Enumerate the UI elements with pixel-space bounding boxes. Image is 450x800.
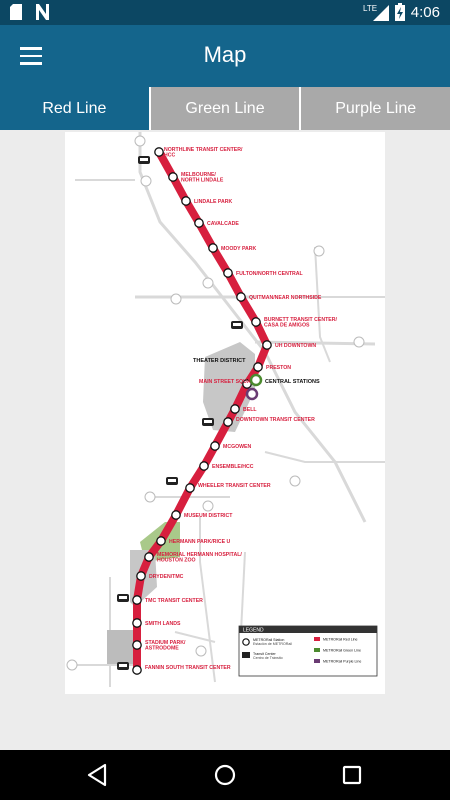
legend-transit-sub: Centro de Tránsito (253, 656, 283, 660)
transit-center-icons (117, 156, 243, 670)
station-label: ENSEMBLE/HCC (212, 464, 254, 470)
red-line-map[interactable]: NORTHLINE TRANSIT CENTER/HCC MELBOURNE/NO… (65, 132, 385, 694)
road-shields (66, 135, 365, 671)
station-label: MUSEUM DISTRICT (184, 513, 233, 519)
station-marker[interactable] (181, 196, 191, 206)
clock: 4:06 (410, 3, 440, 21)
bus-icon (117, 662, 129, 670)
app-bar: Map (0, 25, 450, 87)
station-marker[interactable] (208, 243, 218, 253)
station-marker[interactable] (262, 340, 272, 350)
map-svg: NORTHLINE TRANSIT CENTER/HCC MELBOURNE/NO… (66, 132, 385, 687)
station-label: MEMORIAL HERMANN HOSPITAL/HOUSTON ZOO (157, 552, 242, 564)
battery-charging-icon (394, 3, 405, 21)
legend-station-label: METRORail Station (253, 638, 284, 642)
legend-green-line: METRORail Green Line (323, 649, 361, 653)
back-triangle-icon[interactable] (85, 762, 111, 788)
page-title: Map (203, 42, 247, 67)
station-marker[interactable] (230, 404, 240, 414)
station-marker[interactable] (156, 536, 166, 546)
bus-icon (202, 418, 214, 426)
station-label: SMITH LANDS (145, 621, 181, 627)
status-bar: LTE 4:06 (0, 0, 450, 25)
station-label: WHEELER TRANSIT CENTER (198, 483, 271, 489)
line-tabs: Red Line Green Line Purple Line (0, 87, 450, 130)
station-marker[interactable] (236, 292, 246, 302)
station-marker[interactable] (253, 362, 263, 372)
theater-district-label: THEATER DISTRICT (193, 358, 246, 364)
station-label: LINDALE PARK (194, 199, 232, 205)
station-label: NORTHLINE TRANSIT CENTER/HCC (164, 147, 243, 159)
station-marker[interactable] (171, 510, 181, 520)
station-label: QUITMAN/NEAR NORTHSIDE (249, 295, 322, 301)
map-content: NORTHLINE TRANSIT CENTER/HCC MELBOURNE/NO… (0, 130, 450, 750)
lte-signal-icon: LTE (363, 4, 389, 21)
station-label: DOWNTOWN TRANSIT CENTER (236, 417, 315, 423)
station-label: PRESTON (266, 365, 291, 371)
station-label: MOODY PARK (221, 246, 257, 252)
station-label: BELL (243, 407, 257, 413)
bus-icon (231, 321, 243, 329)
station-marker[interactable] (223, 417, 233, 427)
home-circle-icon[interactable] (212, 762, 238, 788)
station-marker[interactable] (132, 595, 142, 605)
recents-square-icon[interactable] (339, 762, 365, 788)
legend-station-sub: Estación de METRORail (253, 642, 292, 646)
station-marker[interactable] (210, 441, 220, 451)
sd-card-icon (10, 4, 22, 20)
legend-title: LEGEND (243, 628, 264, 634)
legend-red-line: METRORail Red Line (323, 638, 358, 642)
station-marker[interactable] (132, 640, 142, 650)
station-label: FULTON/NORTH CENTRAL (236, 271, 303, 277)
station-label: STADIUM PARK/ASTRODOME (145, 640, 186, 652)
station-marker[interactable] (136, 571, 146, 581)
legend-transit-label: Transit Center (253, 652, 276, 656)
tab-purple-line[interactable]: Purple Line (299, 87, 450, 130)
station-label: MAIN STREET SQUARE (199, 379, 258, 385)
hamburger-menu-icon[interactable] (14, 41, 48, 71)
station-label: FANNIN SOUTH TRANSIT CENTER (145, 665, 231, 671)
station-marker[interactable] (144, 552, 154, 562)
station-marker[interactable] (154, 147, 164, 157)
station-label: HERMANN PARK/RICE U (169, 539, 231, 545)
station-marker[interactable] (223, 268, 233, 278)
station-label: BURNETT TRANSIT CENTER/CASA DE AMIGOS (264, 317, 337, 329)
bus-icon (138, 156, 150, 164)
station-group: NORTHLINE TRANSIT CENTER/HCC MELBOURNE/NO… (132, 147, 337, 675)
station-marker[interactable] (132, 665, 142, 675)
svg-text:LTE: LTE (363, 4, 377, 13)
legend-purple-line: METRORail Purple Line (323, 660, 361, 664)
bus-icon (166, 477, 178, 485)
n-notification-icon (36, 4, 49, 20)
station-marker[interactable] (199, 461, 209, 471)
station-marker[interactable] (194, 218, 204, 228)
tab-green-line[interactable]: Green Line (148, 87, 300, 130)
bus-icon (117, 594, 129, 602)
station-label: DRYDEN/TMC (149, 574, 184, 580)
tab-red-line[interactable]: Red Line (0, 87, 149, 130)
station-label: CAVALCADE (207, 221, 239, 227)
central-stations: CENTRAL STATIONS THEATER DISTRICT (193, 358, 320, 401)
map-legend: LEGEND METRORail Station Estación de MET… (238, 625, 378, 677)
station-label: MELBOURNE/NORTH LINDALE (181, 172, 224, 184)
station-marker[interactable] (168, 172, 178, 182)
station-marker[interactable] (185, 483, 195, 493)
station-label: UH DOWNTOWN (275, 343, 316, 349)
station-marker[interactable] (132, 618, 142, 628)
central-stations-label: CENTRAL STATIONS (265, 379, 320, 385)
station-label: MCGOWEN (223, 444, 251, 450)
station-label: TMC TRANSIT CENTER (145, 598, 203, 604)
system-nav-bar (0, 750, 450, 800)
station-marker[interactable] (251, 317, 261, 327)
